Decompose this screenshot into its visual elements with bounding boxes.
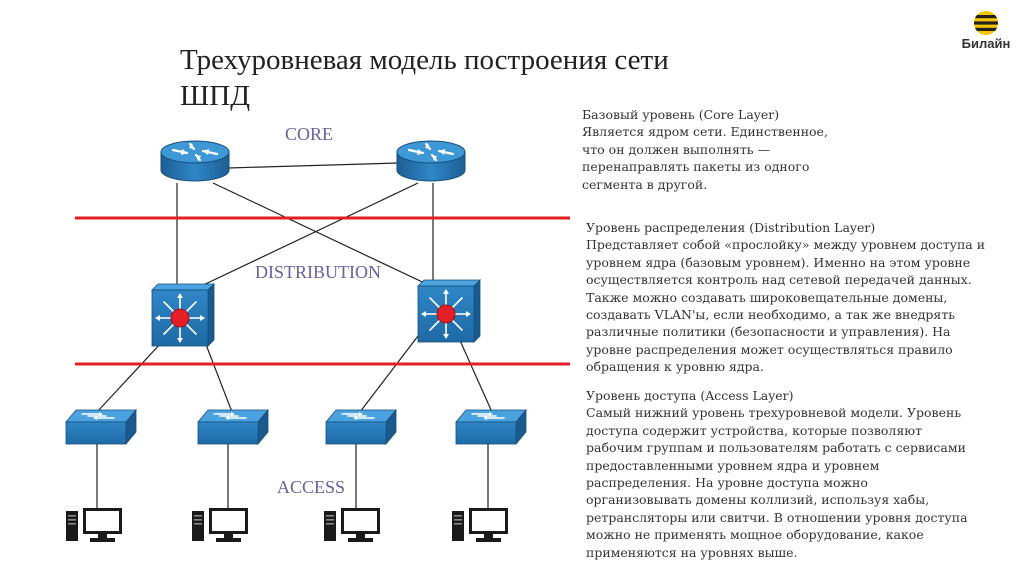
workstation-2-icon: [192, 508, 248, 542]
core-line: перенаправлять пакеты из одного: [582, 159, 810, 175]
logo-text: Билайн: [961, 36, 1011, 51]
link-core-right-dist-left: [196, 182, 419, 289]
beeline-logo-icon: [974, 11, 998, 35]
distribution-line: уровнем ядра (базовым уровнем). Именно н…: [586, 254, 971, 270]
link-dist-right-access-4: [457, 335, 493, 413]
link-core-left-dist-right: [212, 182, 436, 289]
access-line: можно не применять мощное оборудование, …: [586, 527, 924, 543]
label-core: CORE: [285, 124, 334, 144]
core-layer-heading: Базовый уровень (Core Layer): [582, 107, 780, 122]
distribution-layer-heading: Уровень распределения (Distribution Laye…: [586, 220, 876, 235]
workstation-1-icon: [66, 508, 122, 542]
network-diagram: [65, 139, 570, 542]
access-switch-1-icon: [65, 409, 137, 445]
distribution-layer-description: Уровень распределения (Distribution Laye…: [586, 219, 1016, 376]
access-line: рабочим группам и пользователям работать…: [586, 440, 966, 456]
access-switch-4-icon: [455, 409, 527, 445]
workstation-4-icon: [452, 508, 508, 542]
beeline-logo: Билайн: [956, 10, 1016, 60]
core-layer-description: Базовый уровень (Core Layer) Является яд…: [582, 106, 852, 193]
workstation-3-icon: [324, 508, 380, 542]
title-line-2: ШПД: [180, 80, 250, 112]
access-layer-heading: Уровень доступа (Access Layer): [586, 388, 794, 403]
access-line: ретрансляторы или свитчи. В отношении ур…: [586, 509, 968, 525]
core-line: сегмента в другой.: [582, 176, 708, 192]
distribution-line: Представляет собой «прослойку» между уро…: [586, 237, 986, 253]
access-line: предоставленными уровнем ядра и уровнем: [586, 457, 880, 473]
link-dist-left-access-1: [96, 341, 163, 413]
link-dist-right-access-3: [359, 335, 419, 413]
access-line: применяются на уровнях выше.: [586, 544, 798, 560]
access-line: доступа содержит устройства, которые поз…: [586, 422, 923, 438]
distribution-line: уровне распределения может осуществлятьс…: [586, 341, 953, 357]
distribution-switch-right-icon: [417, 279, 481, 343]
core-line: что он должен выполнять —: [582, 141, 771, 157]
slide-title: Трехуровневая модель построения сети ШПД: [180, 42, 780, 114]
core-router-right-icon: [395, 139, 467, 183]
access-switch-3-icon: [325, 409, 397, 445]
distribution-line: обращения к уровню ядра.: [586, 359, 764, 375]
access-line: Самый нижний уровень трехуровневой модел…: [586, 405, 962, 421]
links: [96, 162, 493, 510]
title-line-1: Трехуровневая модель построения сети: [180, 44, 669, 76]
link-dist-left-access-2: [204, 341, 233, 413]
label-access: ACCESS: [277, 477, 346, 497]
access-line: распределения. На уровне доступа можно: [586, 475, 868, 491]
link-core-core: [227, 162, 399, 169]
access-line: организовывать домены коллизий, использу…: [586, 492, 930, 508]
core-router-left-icon: [159, 139, 231, 183]
distribution-line: Также можно создавать широковещательные …: [586, 289, 948, 305]
access-layer-description: Уровень доступа (Access Layer) Самый ниж…: [586, 387, 1016, 561]
distribution-line: осуществляется контроль над сетевой пере…: [586, 272, 972, 288]
distribution-switch-left-icon: [151, 283, 215, 347]
label-distribution: DISTRIBUTION: [255, 262, 381, 282]
access-switch-2-icon: [197, 409, 269, 445]
core-line: Является ядром сети. Единственное,: [582, 124, 828, 140]
distribution-line: создавать VLAN'ы, если необходимо, а так…: [586, 307, 956, 323]
distribution-line: различные политики (безопасности и управ…: [586, 324, 951, 340]
